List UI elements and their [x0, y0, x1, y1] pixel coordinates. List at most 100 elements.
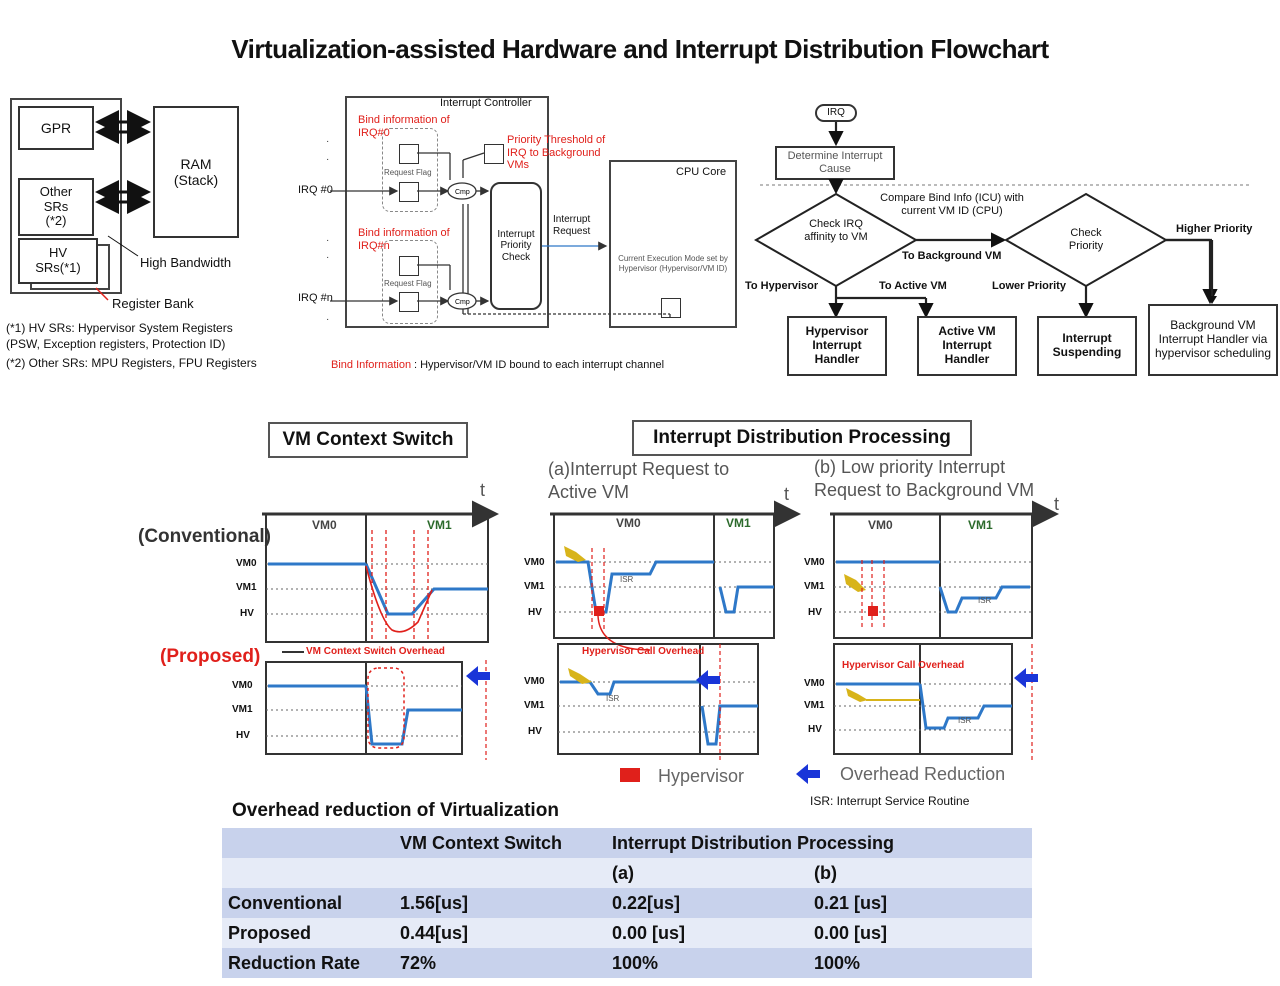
interrupt-controller	[345, 96, 549, 328]
p1-conv-vm0: VM0	[236, 558, 257, 569]
note-hv-srs: (*1) HV SRs: Hypervisor System Registers	[6, 321, 233, 335]
legend-hypervisor-swatch	[620, 768, 640, 782]
overhead-reduction-arrows	[466, 666, 1038, 784]
table-row: VM Context Switch Interrupt Distribution…	[222, 828, 1032, 858]
gpr-box: GPR	[18, 106, 94, 150]
active-vm-handler-box: Active VM Interrupt Handler	[917, 316, 1017, 376]
hardware-arrows	[95, 110, 151, 301]
cpu-core-box	[609, 160, 737, 328]
irq0-input-label: IRQ #0	[298, 184, 333, 196]
hv-call-overhead-label-a: Hypervisor Call Overhead	[582, 646, 705, 657]
svg-text:·: ·	[326, 235, 329, 246]
p3-vm0-header: VM0	[868, 518, 893, 532]
overhead-table: VM Context Switch Interrupt Distribution…	[222, 828, 1032, 978]
svg-text:·: ·	[326, 314, 329, 325]
irqn-input-label: IRQ #n	[298, 292, 333, 304]
vm-context-switch-title: VM Context Switch	[268, 422, 468, 458]
p1-vm0-header: VM0	[312, 518, 337, 532]
proposed-label: (Proposed)	[160, 646, 261, 667]
note-other-srs: (*2) Other SRs: MPU Registers, FPU Regis…	[6, 356, 257, 370]
p2-conv-vm0: VM0	[524, 557, 545, 568]
svg-text:Cmp: Cmp	[455, 299, 470, 306]
overhead-table-title: Overhead reduction of Virtualization	[232, 800, 559, 821]
exec-mode-label: Current Execution Mode set by Hypervisor…	[618, 254, 728, 273]
background-vm-handler-box: Background VM Interrupt Handler via hype…	[1148, 304, 1278, 376]
table-row: Proposed 0.44[us] 0.00 [us] 0.00 [us]	[222, 918, 1032, 948]
determine-cause-box: Determine Interrupt Cause	[775, 146, 895, 180]
hv-srs-box: HV SRs(*1)	[18, 238, 98, 284]
svg-text:·: ·	[326, 154, 329, 165]
p1-conv-vm1: VM1	[236, 582, 257, 593]
req-flag-label-0: Request Flag	[384, 168, 432, 177]
p3-conv-vm0: VM0	[804, 557, 825, 568]
p2-conv-vm1: VM1	[524, 581, 545, 592]
isr-label-b1: ISR	[978, 596, 992, 605]
vm-cs-overhead-label: VM Context Switch Overhead	[306, 646, 445, 657]
hypervisor-handler-box: Hypervisor Interrupt Handler	[787, 316, 887, 376]
p2-vm1-header: VM1	[726, 516, 751, 530]
interrupt-suspending-box: Interrupt Suspending	[1037, 316, 1137, 376]
table-row: (a) (b)	[222, 858, 1032, 888]
high-bandwidth-label: High Bandwidth	[140, 255, 232, 270]
svg-text:·: ·	[326, 252, 329, 263]
isr-note: ISR: Interrupt Service Routine	[810, 794, 970, 808]
register-bank-label: Register Bank	[112, 296, 194, 311]
cpu-core-label: CPU Core	[676, 166, 727, 178]
subtitle-background-vm: (b) Low priority Interrupt Request to Ba…	[814, 457, 1035, 501]
p2-prop-vm1: VM1	[524, 700, 545, 711]
p3-prop-hv: HV	[808, 724, 822, 735]
lower-priority-label: Lower Priority	[992, 280, 1066, 292]
irq-terminal: IRQ	[815, 104, 857, 122]
p3-prop-vm1: VM1	[804, 700, 825, 711]
other-srs-box: Other SRs (*2)	[18, 178, 94, 236]
req-flag-irqn	[399, 292, 419, 312]
p1-prop-vm0: VM0	[232, 680, 253, 691]
p1-prop-vm1: VM1	[232, 704, 253, 715]
svg-text:·: ·	[326, 136, 329, 147]
legend-overhead-label: Overhead Reduction	[840, 764, 1006, 784]
interrupt-request-label: Interrupt Request	[553, 214, 591, 237]
req-flag-irq0	[399, 182, 419, 202]
to-background-vm-label: To Background VM	[902, 250, 1002, 262]
bind-info-label: Bind Information	[331, 359, 412, 371]
isr-label-a1: ISR	[620, 575, 634, 584]
check-affinity-label: Check IRQ affinity to VM	[804, 218, 868, 243]
table-row: Conventional 1.56[us] 0.22[us] 0.21 [us]	[222, 888, 1032, 918]
panel-interrupt-background-vm	[830, 500, 1059, 760]
priority-threshold-label: Priority Threshold of IRQ to Background …	[507, 134, 606, 172]
p2-prop-vm0: VM0	[524, 676, 545, 687]
table-row: Reduction Rate 72% 100% 100%	[222, 948, 1032, 978]
p1-prop-hv: HV	[236, 730, 250, 741]
hv-call-overhead-label-b: Hypervisor Call Overhead	[842, 660, 965, 671]
higher-priority-line	[1166, 238, 1217, 304]
panel-interrupt-active-vm	[550, 500, 801, 760]
t-axis-label-1: t	[480, 480, 486, 500]
isr-label-a2: ISR	[606, 694, 620, 703]
interrupt-controller-title: Interrupt Controller	[440, 97, 532, 109]
t-axis-label-2: t	[784, 484, 790, 504]
bind-info-desc: : Hypervisor/VM ID bound to each interru…	[414, 359, 665, 371]
p3-conv-vm1: VM1	[804, 581, 825, 592]
flowchart-lines	[753, 122, 1252, 319]
isr-label-b2: ISR	[958, 716, 972, 725]
req-flag-label-n: Request Flag	[384, 279, 432, 288]
bind-irqn-label: Bind information of IRQ#n	[358, 227, 450, 253]
svg-text:Cmp: Cmp	[455, 189, 470, 196]
panel-context-switch	[262, 500, 499, 760]
bind-reg-irq0	[399, 144, 419, 164]
compare-label: Compare Bind Info (ICU) with current VM …	[880, 192, 1024, 218]
subtitle-active-vm: (a)Interrupt Request to Active VM	[548, 459, 730, 503]
priority-check-box: Interrupt Priority Check	[490, 182, 542, 310]
page-title: Virtualization-assisted Hardware and Int…	[231, 34, 1049, 64]
p3-conv-hv: HV	[808, 607, 822, 618]
note-hv-srs-detail: (PSW, Exception registers, Protection ID…	[6, 337, 226, 351]
bind-reg-irqn	[399, 256, 419, 276]
p3-vm1-header: VM1	[968, 518, 993, 532]
p2-prop-hv: HV	[528, 726, 542, 737]
p3-prop-vm0: VM0	[804, 678, 825, 689]
exec-mode-reg	[661, 298, 681, 318]
t-axis-label-3: t	[1054, 494, 1060, 514]
interrupt-distribution-title: Interrupt Distribution Processing	[632, 420, 972, 456]
bind-irqn-group	[382, 240, 438, 324]
to-active-vm-label: To Active VM	[879, 280, 947, 292]
